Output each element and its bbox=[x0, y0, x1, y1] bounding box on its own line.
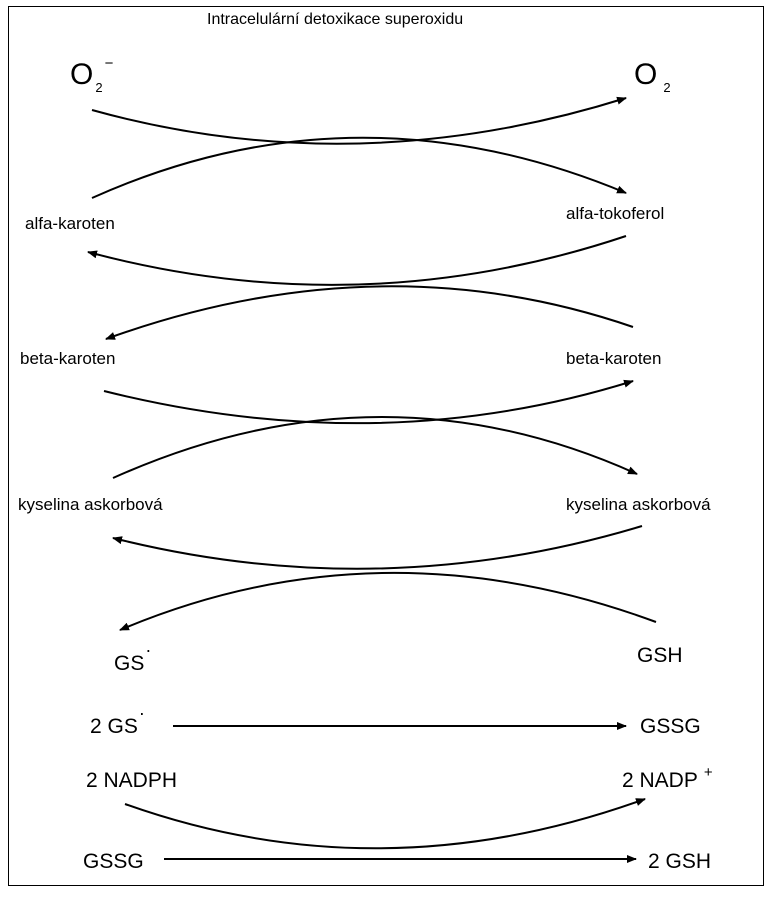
arrow-gsh-to-gs-radical bbox=[119, 572, 657, 631]
arrow-nadph-to-nadp bbox=[124, 798, 646, 850]
nadp-label: 2 NADP+ bbox=[622, 764, 713, 792]
alfa-tokoferol-label: alfa-tokoferol bbox=[566, 204, 665, 223]
arrow-askorbova-left-to-right bbox=[112, 416, 638, 479]
beta-karoten-left-label: beta-karoten bbox=[20, 349, 116, 368]
two-gs-radical-label: 2 GS· bbox=[90, 703, 145, 738]
gssg-reactant-label: GSSG bbox=[83, 850, 144, 873]
arrow-superoxide-to-oxygen bbox=[91, 96, 627, 145]
kyselina-askorbova-left-label: kyselina askorbová bbox=[18, 495, 163, 514]
gssg-product-label: GSSG bbox=[640, 715, 701, 738]
arrow-alfa-karoten-to-alfa-tokoferol bbox=[91, 136, 627, 199]
two-gsh-label: 2 GSH bbox=[648, 850, 712, 873]
arrow-beta-karoten-right-to-left bbox=[105, 285, 634, 340]
gsh-label: GSH bbox=[637, 644, 683, 667]
beta-karoten-right-label: beta-karoten bbox=[566, 349, 662, 368]
nadph-label: 2 NADPH bbox=[86, 769, 178, 792]
kyselina-askorbova-right-label: kyselina askorbová bbox=[566, 495, 711, 514]
arrow-beta-karoten-left-to-right bbox=[103, 379, 634, 425]
gs-radical-label: GS· bbox=[114, 640, 152, 675]
arrow-askorbova-right-to-left bbox=[112, 525, 643, 570]
alfa-karoten-label: alfa-karoten bbox=[25, 214, 115, 233]
arrow-alfa-tokoferol-to-alfa-karoten bbox=[87, 235, 627, 286]
diagram-title: Intracelulární detoxikace superoxidu bbox=[207, 11, 464, 28]
diagram-frame bbox=[8, 6, 764, 886]
